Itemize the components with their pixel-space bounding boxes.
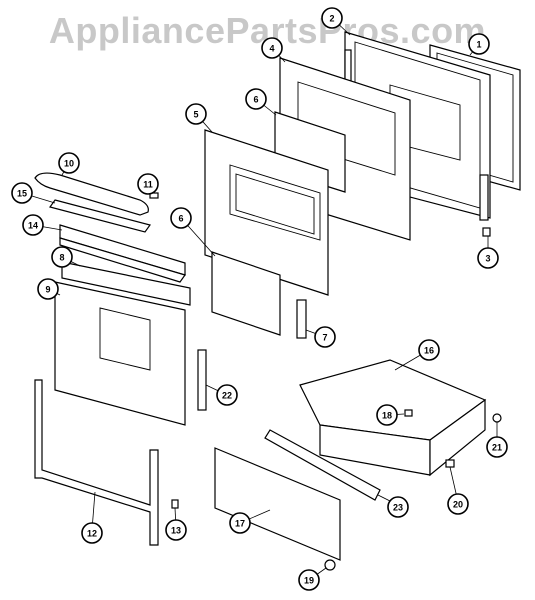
callout-6-lower: 6 xyxy=(170,207,192,229)
callout-10: 10 xyxy=(58,152,80,174)
callout-9: 9 xyxy=(37,278,59,300)
callout-label: 19 xyxy=(304,576,314,586)
part-door-handle xyxy=(34,172,149,216)
part-side-strip xyxy=(197,349,207,411)
part-hinge xyxy=(296,299,307,339)
callout-label: 13 xyxy=(171,526,181,536)
part-clip xyxy=(171,499,179,509)
part-door-liner xyxy=(204,129,329,296)
callout-20: 20 xyxy=(447,493,469,515)
part-window-glass-lower xyxy=(211,251,281,336)
callout-17: 17 xyxy=(229,512,251,534)
callout-label: 6 xyxy=(178,214,183,224)
callout-label: 12 xyxy=(87,529,97,539)
callout-label: 7 xyxy=(322,333,327,343)
part-handle-screw xyxy=(149,192,159,199)
callout-label: 5 xyxy=(193,110,198,120)
callout-label: 2 xyxy=(329,14,334,24)
callout-label: 8 xyxy=(59,253,64,263)
callout-label: 6 xyxy=(253,95,258,105)
callout-label: 16 xyxy=(424,346,434,356)
part-vent-trim xyxy=(59,224,186,283)
callout-7: 7 xyxy=(314,326,336,348)
part-drawer-rail xyxy=(264,429,381,501)
part-drawer-frame xyxy=(34,379,159,546)
callout-12: 12 xyxy=(81,522,103,544)
callout-label: 23 xyxy=(393,503,403,513)
callout-4: 4 xyxy=(261,37,283,59)
callout-1: 1 xyxy=(468,33,490,55)
part-outer-door xyxy=(54,281,186,426)
callout-label: 18 xyxy=(382,411,392,421)
callout-label: 14 xyxy=(28,221,38,231)
callout-label: 10 xyxy=(64,159,74,169)
part-drawer-front xyxy=(214,447,341,561)
callout-3: 3 xyxy=(477,247,499,269)
callout-21: 21 xyxy=(486,436,508,458)
callout-label: 9 xyxy=(45,285,50,295)
part-drawer-glide xyxy=(492,413,502,423)
callout-19: 19 xyxy=(298,569,320,591)
callout-8: 8 xyxy=(51,246,73,268)
part-bumper xyxy=(445,459,455,468)
part-leveling-foot xyxy=(324,559,336,571)
callout-label: 17 xyxy=(235,519,245,529)
callout-14: 14 xyxy=(22,214,44,236)
callout-label: 22 xyxy=(222,391,232,401)
callout-15: 15 xyxy=(11,182,33,204)
callout-16: 16 xyxy=(418,339,440,361)
callout-6-upper: 6 xyxy=(245,88,267,110)
callout-22: 22 xyxy=(216,384,238,406)
callout-11: 11 xyxy=(137,173,159,195)
part-hinge-screw xyxy=(482,227,491,237)
callout-13: 13 xyxy=(165,519,187,541)
callout-label: 4 xyxy=(269,44,274,54)
callout-label: 11 xyxy=(143,180,153,190)
callout-label: 1 xyxy=(476,40,481,50)
part-drawer-body xyxy=(299,359,487,477)
callout-label: 20 xyxy=(453,500,463,510)
callout-5: 5 xyxy=(185,103,207,125)
callout-label: 21 xyxy=(492,443,502,453)
part-trim-strip xyxy=(49,199,151,233)
callout-23: 23 xyxy=(387,496,409,518)
callout-2: 2 xyxy=(321,7,343,29)
callout-18: 18 xyxy=(376,404,398,426)
callout-label: 3 xyxy=(485,254,490,264)
part-door-top-trim xyxy=(61,261,191,306)
callout-label: 15 xyxy=(17,189,27,199)
part-drawer-screw xyxy=(404,409,413,417)
